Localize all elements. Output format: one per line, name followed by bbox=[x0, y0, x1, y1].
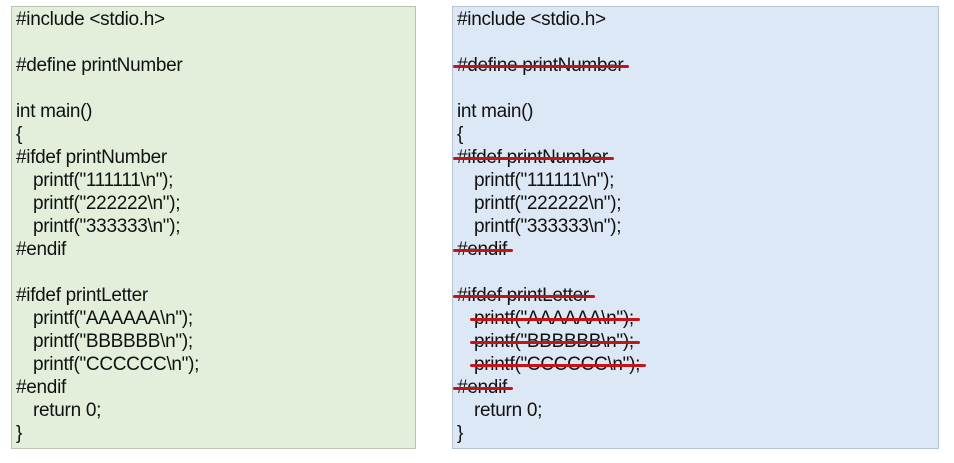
code-line-text: #ifdef printLetter bbox=[16, 285, 148, 306]
code-line: { bbox=[457, 123, 640, 146]
code-line-text: #ifdef printNumber bbox=[16, 147, 167, 168]
code-line-text: printf("BBBBBB\n"); bbox=[33, 331, 193, 352]
code-line: #ifdef printNumber bbox=[16, 146, 199, 169]
strikethrough-mark bbox=[453, 249, 513, 252]
preprocessed-code-listing: #include <stdio.h> #define printNumber int… bbox=[453, 8, 646, 445]
strikethrough-mark bbox=[453, 295, 595, 298]
code-line: return 0; bbox=[457, 399, 640, 422]
code-line: printf("BBBBBB\n"); bbox=[16, 330, 199, 353]
strikethrough-mark bbox=[470, 341, 640, 344]
code-line-text: printf("111111\n"); bbox=[33, 170, 174, 191]
code-line: printf("111111\n"); bbox=[16, 169, 199, 192]
code-line: int main() bbox=[457, 100, 640, 123]
original-code-panel: #include <stdio.h> #define printNumber int… bbox=[11, 6, 416, 449]
code-line: printf("CCCCCC\n"); bbox=[457, 353, 646, 376]
code-line-text: #include <stdio.h> bbox=[457, 9, 606, 30]
strikethrough-mark bbox=[453, 387, 513, 390]
code-line bbox=[16, 31, 199, 54]
code-line: return 0; bbox=[16, 399, 199, 422]
code-line bbox=[16, 261, 199, 284]
code-line-text: printf("111111\n"); bbox=[474, 170, 615, 191]
code-line-text: #define printNumber bbox=[16, 55, 183, 76]
code-line: #endif bbox=[453, 238, 640, 261]
code-line bbox=[457, 261, 640, 284]
code-line: } bbox=[457, 422, 640, 445]
code-line: #endif bbox=[453, 376, 640, 399]
code-line: printf("AAAAAA\n"); bbox=[457, 307, 640, 330]
code-line bbox=[457, 77, 640, 100]
code-line: #ifdef printLetter bbox=[16, 284, 199, 307]
code-line-text: } bbox=[457, 423, 464, 444]
code-line-text: #include <stdio.h> bbox=[16, 9, 165, 30]
code-line: printf("333333\n"); bbox=[457, 215, 640, 238]
code-line-text: return 0; bbox=[33, 400, 102, 421]
code-line-text: int main() bbox=[16, 101, 93, 122]
code-line bbox=[16, 77, 199, 100]
code-line-text: return 0; bbox=[474, 400, 543, 421]
code-line-text: { bbox=[16, 124, 23, 145]
code-line: int main() bbox=[16, 100, 199, 123]
code-line-text: printf("333333\n"); bbox=[33, 216, 181, 237]
code-line: printf("BBBBBB\n"); bbox=[457, 330, 640, 353]
code-line-text: printf("AAAAAA\n"); bbox=[33, 308, 193, 329]
preprocessed-code-panel: #include <stdio.h> #define printNumber int… bbox=[452, 6, 939, 449]
code-line: printf("222222\n"); bbox=[457, 192, 640, 215]
strikethrough-mark bbox=[453, 157, 614, 160]
code-line: printf("222222\n"); bbox=[16, 192, 199, 215]
code-line-text: printf("CCCCCC\n"); bbox=[33, 354, 200, 375]
code-line: #ifdef printNumber bbox=[453, 146, 640, 169]
code-line: #define printNumber bbox=[16, 54, 199, 77]
code-line-text: } bbox=[16, 423, 23, 444]
code-line: printf("AAAAAA\n"); bbox=[16, 307, 199, 330]
code-line bbox=[457, 31, 640, 54]
strikethrough-mark bbox=[470, 364, 646, 367]
strikethrough-mark bbox=[453, 65, 629, 68]
code-line: #include <stdio.h> bbox=[457, 8, 640, 31]
code-line-text: printf("222222\n"); bbox=[33, 193, 181, 214]
original-code-listing: #include <stdio.h> #define printNumber int… bbox=[16, 8, 199, 445]
code-line: } bbox=[16, 422, 199, 445]
code-line: #define printNumber bbox=[453, 54, 640, 77]
code-line-text: int main() bbox=[457, 101, 534, 122]
code-line: #endif bbox=[16, 376, 199, 399]
code-line: printf("111111\n"); bbox=[457, 169, 640, 192]
code-line-text: { bbox=[457, 124, 464, 145]
code-line: #endif bbox=[16, 238, 199, 261]
code-line-text: #endif bbox=[16, 239, 66, 260]
strikethrough-mark bbox=[470, 318, 640, 321]
code-line-text: printf("333333\n"); bbox=[474, 216, 622, 237]
code-line-text: printf("222222\n"); bbox=[474, 193, 622, 214]
code-line-text: #endif bbox=[16, 377, 66, 398]
code-line: #ifdef printLetter bbox=[453, 284, 640, 307]
code-line: #include <stdio.h> bbox=[16, 8, 199, 31]
code-line: { bbox=[16, 123, 199, 146]
code-line: printf("333333\n"); bbox=[16, 215, 199, 238]
code-line: printf("CCCCCC\n"); bbox=[16, 353, 199, 376]
